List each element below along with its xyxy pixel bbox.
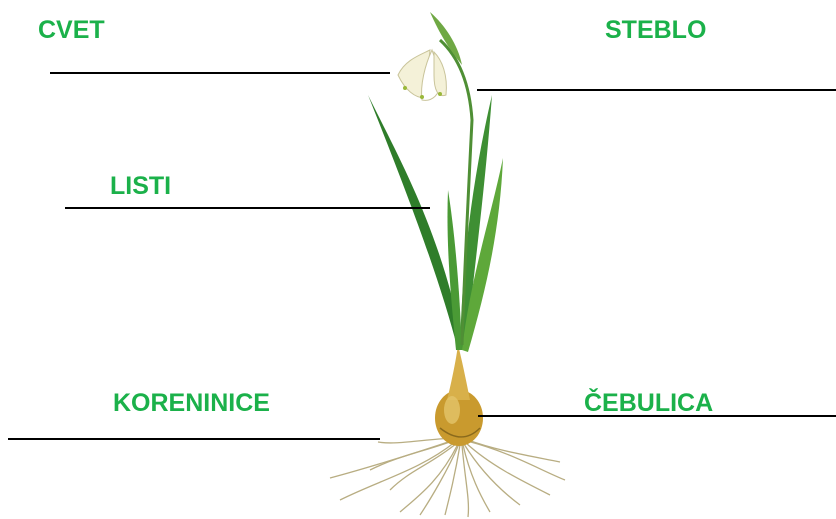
- flower-label: CVET: [38, 16, 105, 44]
- bulb-drawing: [435, 345, 483, 446]
- bulb-label: ČEBULICA: [584, 389, 713, 417]
- stem-label: STEBLO: [605, 16, 706, 44]
- roots-label-line: [8, 438, 380, 440]
- leaves-label: LISTI: [110, 172, 171, 200]
- stem-label-line: [477, 89, 836, 91]
- flower-drawing: [398, 50, 446, 100]
- leaves-drawing: [368, 95, 503, 352]
- flower-label-line: [50, 72, 390, 74]
- leaves-label-line: [65, 207, 430, 209]
- roots-drawing: [330, 438, 565, 517]
- roots-label: KORENINICE: [113, 389, 270, 417]
